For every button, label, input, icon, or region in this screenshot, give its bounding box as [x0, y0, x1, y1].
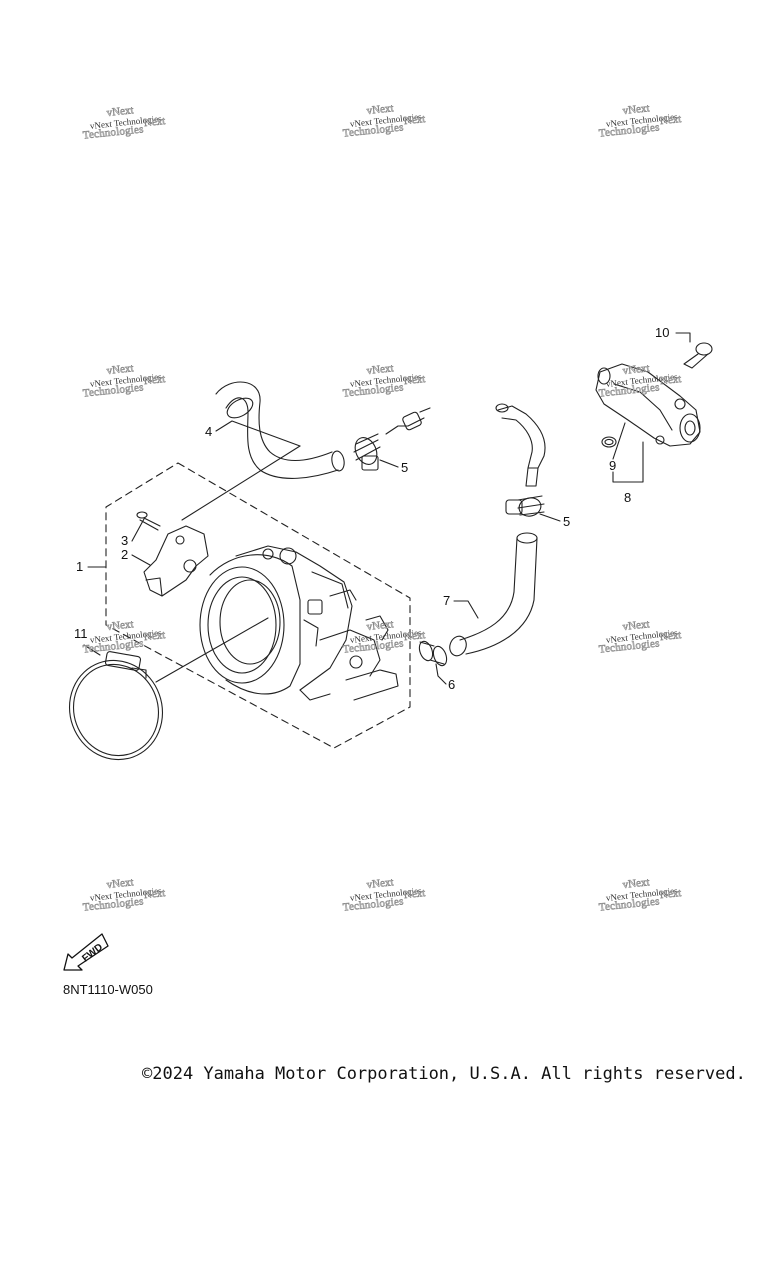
- fitting-connector: [385, 407, 431, 435]
- leader-3: [131, 518, 145, 542]
- leader-2: [131, 554, 151, 566]
- callout-9[interactable]: 9: [609, 458, 617, 473]
- throttle-position-sensor: [143, 525, 209, 597]
- clamp-6: [418, 640, 448, 667]
- leader-9: [612, 422, 626, 460]
- callout-8[interactable]: 8: [624, 490, 632, 505]
- diagram-code: 8NT1110-W050: [63, 982, 153, 997]
- hose-7: [449, 532, 538, 657]
- leader-8: [612, 441, 644, 483]
- callout-3[interactable]: 3: [121, 533, 129, 548]
- callout-7[interactable]: 7: [443, 593, 451, 608]
- leader-4: [215, 420, 301, 447]
- leader-11b: [155, 617, 269, 683]
- callout-5[interactable]: 5: [563, 514, 571, 529]
- hose-4: [215, 381, 345, 479]
- throttle-body: [199, 545, 399, 701]
- callout-6[interactable]: 6: [448, 677, 456, 692]
- leader-11: [83, 644, 101, 656]
- clamp-5b: [505, 495, 545, 517]
- leader-10: [675, 332, 691, 343]
- clamp-5a: [353, 433, 381, 471]
- forward-arrow-icon: FWD: [63, 933, 109, 971]
- screw-3: [136, 511, 161, 531]
- callout-5[interactable]: 5: [401, 460, 409, 475]
- callout-2[interactable]: 2: [121, 547, 129, 562]
- hose-clamp-11: [68, 651, 164, 761]
- leader-5a: [379, 459, 399, 468]
- callout-11[interactable]: 11: [74, 626, 88, 641]
- vacuum-pipe: [495, 403, 546, 487]
- housing-8: [595, 363, 701, 447]
- leader-4b: [181, 445, 301, 521]
- bolt-10: [683, 342, 713, 369]
- callout-10[interactable]: 10: [655, 325, 670, 340]
- assembly-boundary: [105, 462, 411, 749]
- o-ring-9: [601, 436, 617, 448]
- leader-5b: [539, 513, 561, 522]
- callout-1[interactable]: 1: [76, 559, 84, 574]
- copyright-notice: ©2024 Yamaha Motor Corporation, U.S.A. A…: [142, 1064, 746, 1084]
- leader-7: [453, 600, 479, 619]
- leader-6: [435, 663, 447, 685]
- callout-4[interactable]: 4: [205, 424, 213, 439]
